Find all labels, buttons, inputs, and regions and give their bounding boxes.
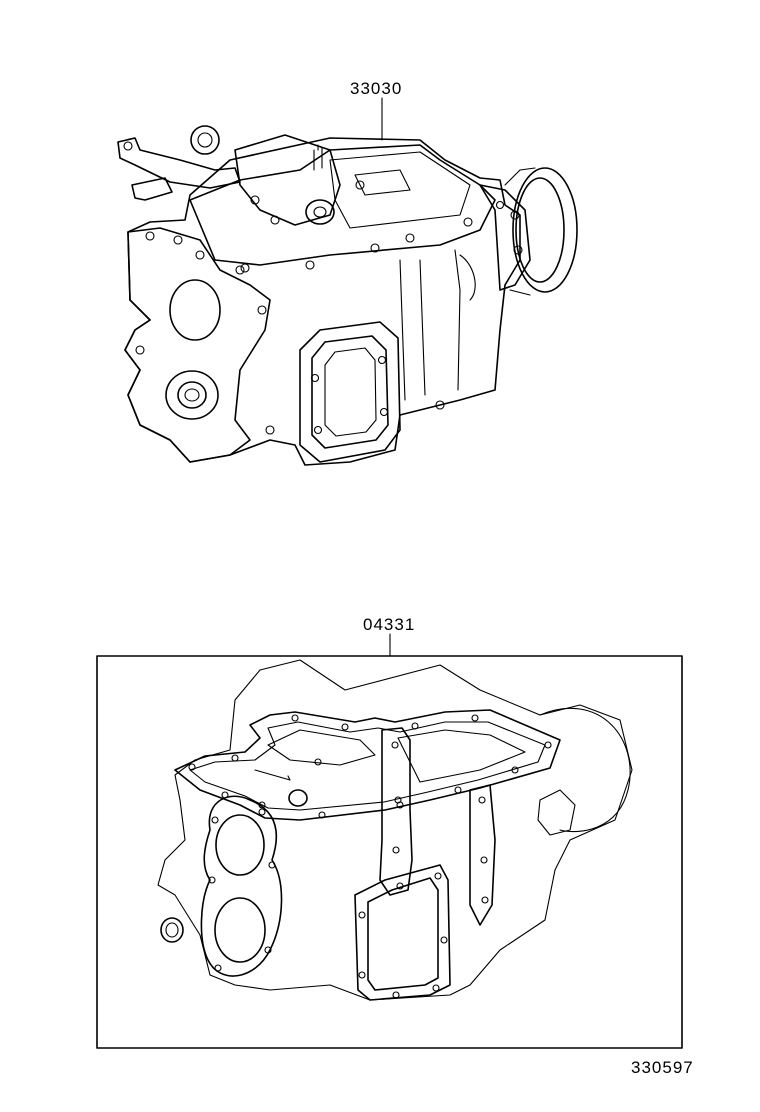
gasket-kit-part-number-label: 04331 — [363, 615, 416, 634]
output-flange — [512, 167, 578, 293]
gasket-kit-frame — [96, 655, 683, 1049]
rear-extension — [479, 184, 531, 291]
illustration-number-label: 330597 — [631, 1058, 694, 1077]
case-outline — [124, 137, 521, 466]
case-ghost-outline — [157, 659, 633, 1001]
gasket-kit-drawing[interactable] — [96, 633, 683, 1049]
transmission-assembly-drawing[interactable] — [117, 97, 578, 466]
top-cover-gasket — [174, 709, 561, 821]
rear-gasket — [537, 789, 576, 836]
front-flange — [124, 227, 271, 463]
side-cover-gasket — [354, 864, 451, 1001]
side-gasket — [379, 727, 413, 896]
side-cover — [299, 321, 401, 463]
input-bore — [169, 279, 221, 341]
input-bearing — [165, 370, 219, 420]
top-cover — [189, 144, 496, 266]
shift-tower — [234, 134, 341, 226]
o-ring — [160, 917, 184, 943]
assembly-part-number-label: 33030 — [350, 79, 403, 98]
shift-lever — [117, 137, 241, 189]
front-gasket — [200, 795, 283, 977]
